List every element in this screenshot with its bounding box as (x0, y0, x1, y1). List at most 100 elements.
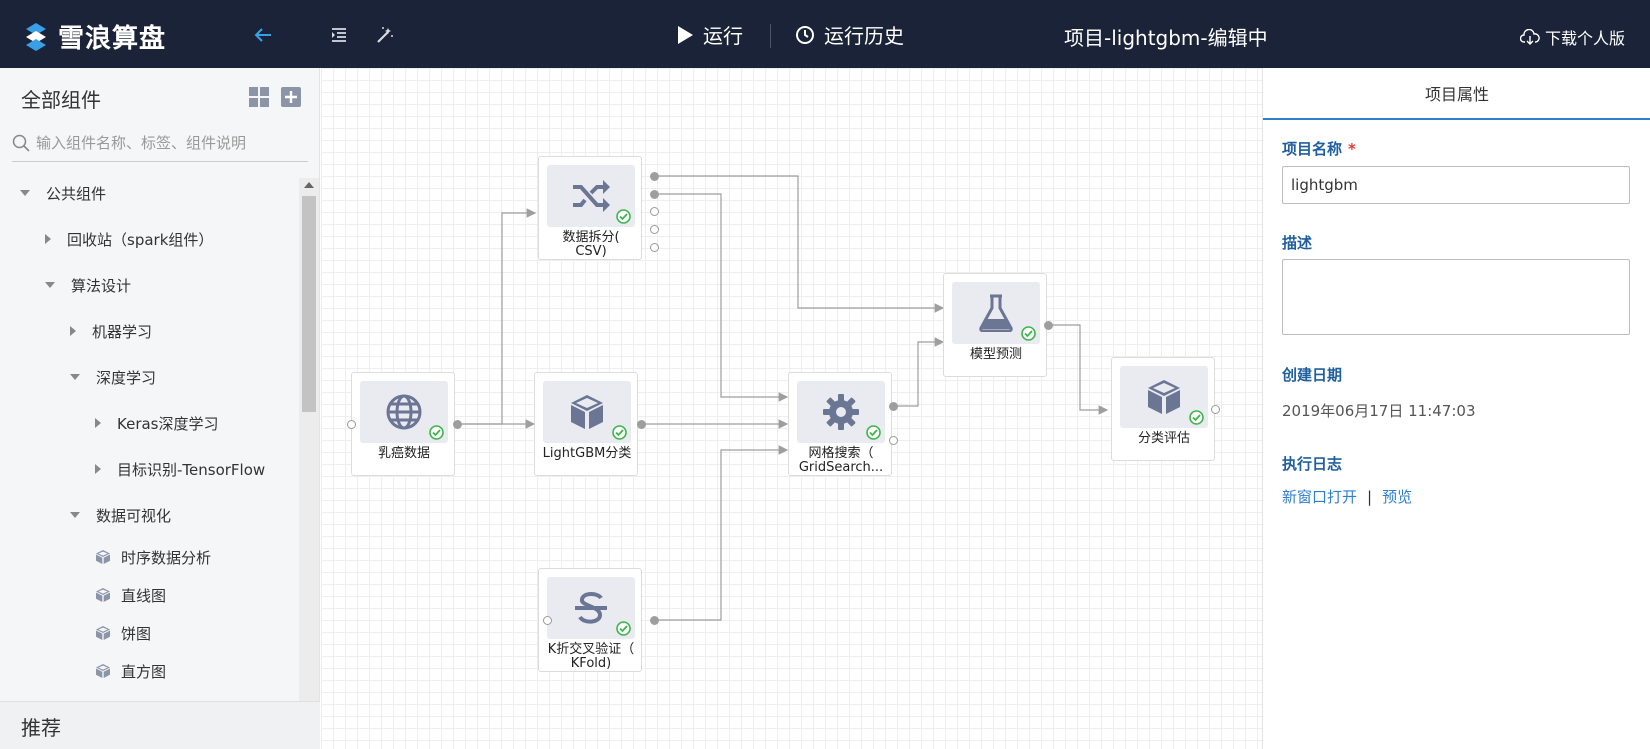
toolbar-divider (770, 24, 771, 48)
tree-item[interactable]: 算法设计 (45, 270, 131, 300)
project-name-label: 项目名称* (1282, 138, 1356, 159)
output-port[interactable] (1211, 405, 1220, 414)
output-port[interactable] (650, 190, 659, 199)
output-port[interactable] (650, 243, 659, 252)
run-label: 运行 (703, 24, 743, 48)
connection-lines (457, 175, 1109, 621)
project-name-input[interactable] (1282, 166, 1630, 204)
tab-label: 项目属性 (1424, 85, 1489, 104)
caret-right-icon[interactable] (45, 234, 51, 244)
component-search[interactable] (12, 124, 308, 162)
output-port[interactable] (889, 436, 898, 445)
node-breast-data[interactable]: 乳癌数据 (351, 372, 455, 476)
recommend-section[interactable]: 推荐 (0, 701, 320, 749)
node-model-predict[interactable]: 模型预测 (943, 273, 1047, 377)
plus-square-icon (281, 87, 301, 107)
description-textarea[interactable] (1282, 259, 1630, 335)
scrollbar-thumb[interactable] (302, 196, 316, 412)
execution-log-label: 执行日志 (1282, 455, 1343, 473)
node-label: 数据拆分( CSV) (562, 230, 620, 259)
run-history-label: 运行历史 (824, 24, 904, 48)
preview-log-link[interactable]: 预览 (1382, 488, 1413, 506)
caret-right-icon[interactable] (95, 464, 101, 474)
logo-icon (26, 22, 46, 51)
node-kfold[interactable]: K折交叉验证（ KFold) (538, 568, 642, 672)
success-check-icon (1021, 326, 1036, 341)
created-date-label: 创建日期 (1282, 366, 1343, 384)
caret-down-icon[interactable] (20, 190, 30, 196)
outline-toggle-button[interactable] (328, 24, 350, 46)
link-kfold-to-grid (654, 445, 789, 621)
grid-view-button[interactable] (248, 86, 270, 108)
run-button[interactable]: 运行 (676, 20, 743, 49)
node-label: 模型预测 (969, 347, 1022, 362)
clock-icon (796, 25, 814, 44)
open-log-new-window-link[interactable]: 新窗口打开 (1282, 488, 1358, 506)
success-check-icon (866, 425, 881, 440)
output-port[interactable] (650, 616, 659, 625)
tree-item[interactable]: 回收站（spark组件） (45, 224, 213, 254)
node-classification-eval[interactable]: 分类评估 (1111, 357, 1215, 461)
caret-down-icon[interactable] (45, 282, 55, 288)
component-sidebar: 全部组件 公共组件回收站（spark组件）算法设计机器学习深度学习Keras深度… (0, 68, 320, 749)
node-grid-search[interactable]: 网格搜索（ GridSearch... (788, 372, 892, 476)
output-port[interactable] (1044, 321, 1053, 330)
node-label: 网格搜索（ GridSearch... (798, 446, 884, 475)
link-separator: | (1367, 487, 1373, 506)
cube-icon (95, 587, 111, 603)
node-lightgbm[interactable]: LightGBM分类 (534, 372, 638, 476)
input-port[interactable] (347, 420, 356, 429)
tree-item[interactable]: Keras深度学习 (95, 408, 219, 438)
download-button[interactable]: 下载个人版 (1519, 25, 1625, 49)
node-label: K折交叉验证（ KFold) (547, 642, 635, 671)
link-split-to-predict (654, 175, 945, 313)
search-input[interactable] (36, 133, 296, 152)
back-button[interactable] (252, 24, 274, 46)
scroll-up-arrow[interactable] (304, 182, 314, 188)
tree-item[interactable]: 机器学习 (70, 316, 152, 346)
tree-item-label: Keras深度学习 (117, 414, 219, 433)
properties-panel: 项目属性 项目名称* 描述 创建日期 2019年06月17日 11:47:03 … (1262, 68, 1650, 749)
output-port[interactable] (650, 172, 659, 181)
auto-layout-button[interactable] (374, 24, 396, 46)
app-logo[interactable]: 雪浪算盘 (22, 18, 166, 55)
tree-item-label: 算法设计 (71, 276, 132, 295)
output-port[interactable] (453, 420, 462, 429)
recommend-label: 推荐 (21, 716, 61, 740)
tree-item[interactable]: 直线图 (95, 580, 166, 610)
indent-list-icon (332, 28, 346, 42)
caret-right-icon[interactable] (95, 418, 101, 428)
caret-right-icon[interactable] (70, 326, 76, 336)
tree-item[interactable]: 直方图 (95, 656, 166, 686)
tree-item[interactable]: 饼图 (95, 618, 151, 648)
output-port[interactable] (650, 225, 659, 234)
run-history-button[interactable]: 运行历史 (795, 20, 904, 49)
workflow-canvas[interactable]: 乳癌数据 数据拆分( CSV) Lig (321, 68, 1262, 749)
component-tree: 公共组件回收站（spark组件） 算法设计机器学习深度学习 Keras深度学习目标识… (0, 172, 296, 749)
tree-item-label: 数据可视化 (96, 506, 172, 525)
tree-item-label: 机器学习 (92, 322, 153, 341)
node-data-split[interactable]: 数据拆分( CSV) (538, 156, 642, 260)
tree-item[interactable]: 时序数据分析 (95, 542, 211, 572)
caret-down-icon[interactable] (70, 512, 80, 518)
tree-item[interactable]: 数据可视化 (70, 500, 171, 530)
download-label: 下载个人版 (1544, 29, 1625, 48)
description-label: 描述 (1282, 234, 1313, 252)
cube-icon (571, 395, 603, 429)
output-port[interactable] (889, 402, 898, 411)
log-actions: 新窗口打开 | 预览 (1282, 486, 1412, 507)
grid-icon (249, 87, 269, 107)
tab-project-properties[interactable]: 项目属性 (1263, 68, 1650, 120)
add-component-button[interactable] (280, 86, 302, 108)
caret-down-icon[interactable] (70, 374, 80, 380)
play-icon (678, 25, 693, 44)
tree-item[interactable]: 公共组件 (20, 178, 106, 208)
input-port[interactable] (543, 616, 552, 625)
tree-item[interactable]: 目标识别-TensorFlow (95, 454, 265, 484)
success-check-icon (616, 209, 631, 224)
output-port[interactable] (650, 207, 659, 216)
success-check-icon (616, 621, 631, 636)
tree-item[interactable]: 深度学习 (70, 362, 156, 392)
tree-item-label: 公共组件 (46, 184, 107, 203)
output-port[interactable] (637, 420, 646, 429)
